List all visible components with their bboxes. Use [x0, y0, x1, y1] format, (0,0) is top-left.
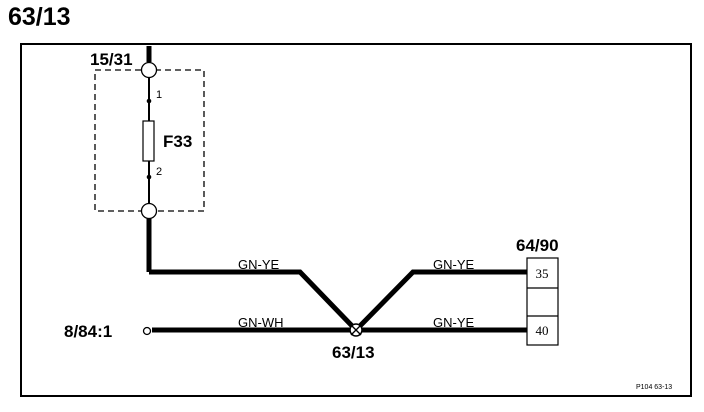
wire-lower-left-label: GN-WH [238, 315, 284, 330]
connector-pin-upper-label: 35 [536, 266, 549, 281]
page-title: 63/13 [8, 3, 71, 31]
wire-upper-left [149, 269, 358, 332]
wire-upper-right-label: GN-YE [433, 257, 475, 272]
connector-box-64-90 [526, 257, 559, 346]
splice-cross-b [350, 324, 362, 336]
wire-upper-left-label: GN-YE [238, 257, 280, 272]
fuse-pin-top-label: 1 [156, 89, 162, 101]
fuse-pin-bottom-label: 2 [156, 166, 162, 178]
connector-pin-lower-label: 40 [536, 323, 549, 338]
diagram-frame [20, 43, 692, 397]
fuse-symbol [142, 120, 155, 162]
wire-upper-right [354, 269, 527, 332]
terminal-bottom [140, 202, 158, 220]
terminal-top [140, 61, 158, 79]
splice-label: 63/13 [332, 343, 375, 362]
right-connector-label: 64/90 [516, 236, 559, 255]
wire-lower-right-label: GN-YE [433, 315, 475, 330]
fuse-label: F33 [163, 132, 192, 151]
left-connector-terminal [142, 326, 152, 336]
top-connector-label: 15/31 [90, 50, 133, 69]
fuse-pin-top-dot [146, 98, 152, 104]
left-connector-label: 8/84:1 [64, 322, 112, 341]
reference-code: P104 63-13 [636, 384, 672, 391]
fuse-pin-bottom-dot [146, 174, 152, 180]
